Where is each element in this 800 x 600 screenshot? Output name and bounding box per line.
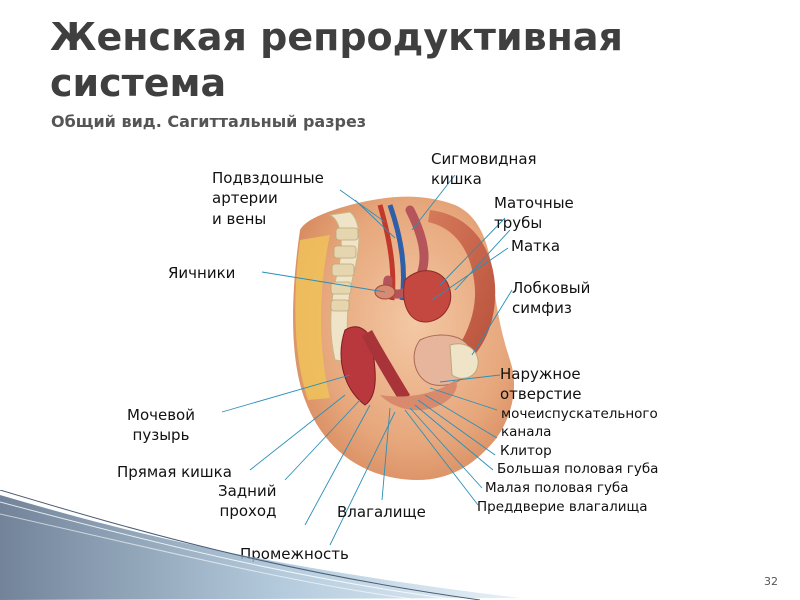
pubic-bone (449, 343, 479, 379)
label-clitoris: Клитор (500, 443, 552, 459)
page-number: 32 (764, 575, 778, 588)
label-labia-minora: Малая половая губа (485, 480, 629, 496)
abdominal-muscle (428, 210, 496, 360)
vagina-shape (362, 330, 410, 402)
label-vagina: Влагалище (337, 503, 426, 521)
label-urethra-opening: Наружное отверстие (500, 365, 582, 404)
label-vestibule: Преддверие влагалища (477, 499, 648, 515)
label-urethra-canal: мочеиспускательного канала (501, 406, 658, 440)
label-iliac-vessels: Подвздошные артерии и вены (212, 169, 324, 228)
decorative-swoosh (0, 490, 520, 600)
label-rectum: Прямая кишка (117, 463, 232, 481)
slide-subtitle: Общий вид. Сагиттальный разрез (51, 112, 367, 131)
label-perineum: Промежность (240, 545, 349, 563)
label-bladder: Мочевой пузырь (127, 406, 195, 445)
label-fallopian-tubes: Маточные трубы (494, 194, 574, 233)
slide-title: Женская репродуктивная система (50, 15, 623, 105)
fat-layer (295, 235, 330, 400)
leader-lines (221, 174, 513, 546)
label-anus: Задний проход (218, 482, 277, 521)
uterus-shape (403, 270, 452, 323)
label-ovaries: Яичники (168, 264, 236, 282)
label-pubic-symphysis: Лобковый симфиз (512, 279, 591, 318)
label-uterus: Матка (511, 237, 561, 255)
label-labia-majora: Большая половая губа (497, 461, 659, 477)
rectum-shape (340, 326, 376, 406)
label-sigmoid-colon: Сигмовидная кишка (431, 150, 537, 189)
